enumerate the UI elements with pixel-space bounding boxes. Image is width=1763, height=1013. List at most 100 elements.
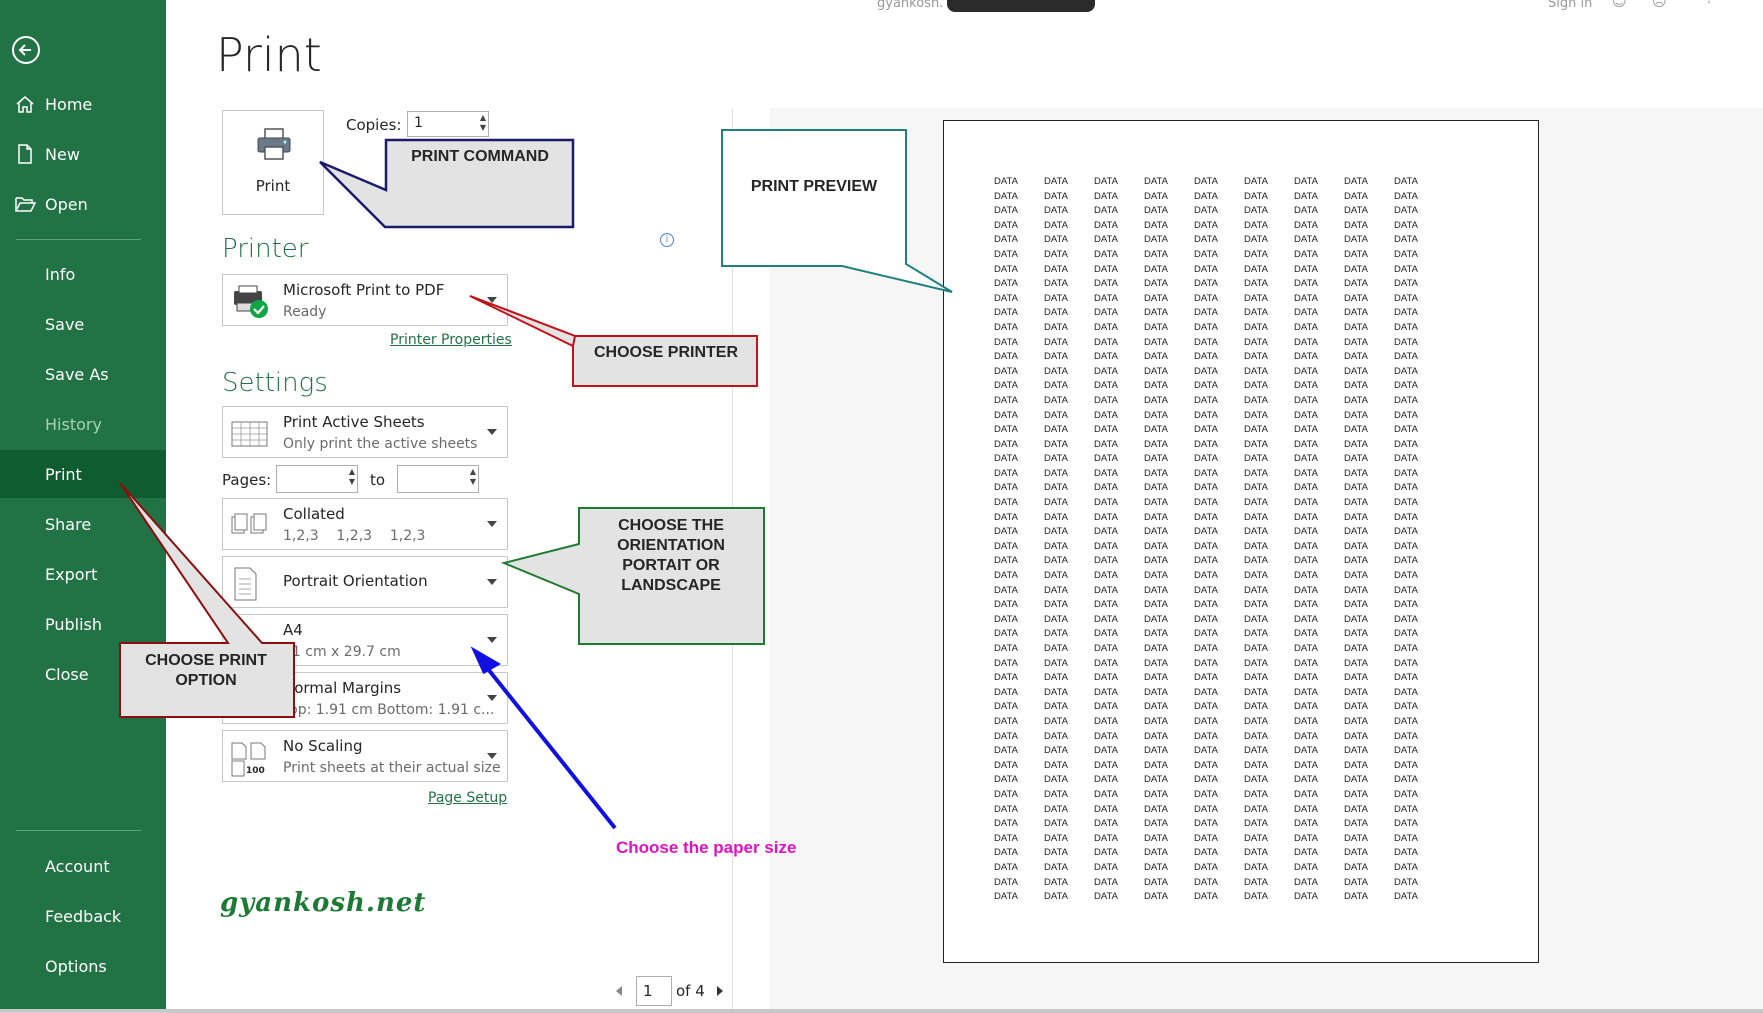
preview-cell: DATA: [1344, 438, 1368, 450]
preview-cell: DATA: [1394, 759, 1418, 771]
preview-cell: DATA: [1194, 497, 1218, 509]
preview-cell: DATA: [1194, 321, 1218, 333]
next-page-icon[interactable]: [717, 986, 723, 996]
nav-share[interactable]: Share: [0, 502, 166, 546]
preview-cell: DATA: [1394, 482, 1418, 494]
nav-history[interactable]: History: [0, 402, 166, 446]
page-setup-link[interactable]: Page Setup: [428, 790, 508, 806]
preview-cell: DATA: [1344, 788, 1368, 800]
sheet-grid-icon: [231, 417, 269, 453]
collation-dropdown[interactable]: Collated 1,2,3 1,2,3 1,2,3: [222, 498, 508, 550]
nav-info[interactable]: Info: [0, 252, 166, 296]
nav-home[interactable]: Home: [0, 82, 166, 126]
frown-icon[interactable]: ☹: [1652, 0, 1667, 10]
pages-from-input[interactable]: ▲▼: [276, 465, 358, 493]
preview-cell: DATA: [1194, 248, 1218, 260]
preview-cell: DATA: [1194, 628, 1218, 640]
print-command-text: PRINT COMMAND: [411, 148, 549, 165]
preview-cell: DATA: [1394, 424, 1418, 436]
sign-in-link[interactable]: Sign in: [1548, 0, 1593, 11]
preview-cell: DATA: [1044, 803, 1068, 815]
preview-cell: DATA: [1044, 190, 1068, 202]
back-arrow-icon[interactable]: [12, 36, 40, 64]
nav-account[interactable]: Account: [0, 844, 166, 888]
pages-label: Pages:: [222, 471, 272, 489]
preview-cell: DATA: [1094, 394, 1118, 406]
nav-publish[interactable]: Publish: [0, 602, 166, 646]
nav-feedback[interactable]: Feedback: [0, 894, 166, 938]
preview-cell: DATA: [1394, 336, 1418, 348]
arrowhead-icon: [470, 646, 501, 675]
printer-properties-link[interactable]: Printer Properties: [390, 332, 512, 348]
preview-cell: DATA: [1344, 351, 1368, 363]
smiley-icon[interactable]: ☺: [1612, 0, 1627, 10]
orientation-text-line: LANDSCAPE: [621, 577, 721, 594]
preview-cell: DATA: [1044, 424, 1068, 436]
scaling-dropdown[interactable]: 100 No Scaling Print sheets at their act…: [222, 730, 508, 782]
info-icon[interactable]: i: [660, 233, 674, 247]
help-icon[interactable]: ?: [1706, 0, 1713, 7]
preview-cell: DATA: [1144, 715, 1168, 727]
preview-cell: DATA: [1394, 526, 1418, 538]
page-number-input[interactable]: 1: [636, 976, 672, 1006]
print-preview-text: PRINT PREVIEW: [750, 178, 878, 195]
preview-cell: DATA: [1294, 876, 1318, 888]
pages-to-input[interactable]: ▲▼: [397, 465, 479, 493]
preview-cell: DATA: [1094, 365, 1118, 377]
nav-save-as[interactable]: Save As: [0, 352, 166, 396]
preview-cell: DATA: [1294, 526, 1318, 538]
preview-cell: DATA: [1144, 613, 1168, 625]
preview-cell: DATA: [1344, 248, 1368, 260]
printer-icon: [256, 127, 292, 165]
preview-cell: DATA: [1144, 818, 1168, 830]
preview-cell: DATA: [994, 511, 1018, 523]
preview-cell: DATA: [1094, 409, 1118, 421]
preview-cell: DATA: [1394, 599, 1418, 611]
preview-cell: DATA: [1344, 891, 1368, 903]
preview-cell: DATA: [1044, 526, 1068, 538]
preview-cell: DATA: [994, 745, 1018, 757]
stepper-arrows-icon[interactable]: ▲▼: [469, 467, 476, 486]
preview-cell: DATA: [1294, 263, 1318, 275]
nav-close[interactable]: Close: [0, 652, 166, 696]
preview-cell: DATA: [1244, 409, 1268, 421]
preview-cell: DATA: [1194, 730, 1218, 742]
preview-cell: DATA: [994, 467, 1018, 479]
stepper-arrows-icon[interactable]: ▲▼: [479, 113, 486, 132]
orientation-dropdown[interactable]: Portrait Orientation: [222, 556, 508, 608]
preview-cell: DATA: [1294, 613, 1318, 625]
preview-cell: DATA: [1044, 745, 1068, 757]
preview-cell: DATA: [1094, 190, 1118, 202]
preview-cell: DATA: [1194, 292, 1218, 304]
nav-open[interactable]: Open: [0, 182, 166, 226]
nav-options[interactable]: Options: [0, 944, 166, 988]
preview-cell: DATA: [1044, 788, 1068, 800]
collated-pages-icon: [231, 509, 271, 543]
preview-cell: DATA: [1394, 788, 1418, 800]
preview-cell: DATA: [1144, 847, 1168, 859]
nav-new[interactable]: New: [0, 132, 166, 176]
previous-page-icon[interactable]: [616, 986, 622, 996]
preview-cell: DATA: [1194, 803, 1218, 815]
nav-save[interactable]: Save: [0, 302, 166, 346]
preview-cell: DATA: [1244, 847, 1268, 859]
print-scope-dropdown[interactable]: Print Active Sheets Only print the activ…: [222, 406, 508, 458]
preview-cell: DATA: [1344, 263, 1368, 275]
preview-cell: DATA: [1344, 190, 1368, 202]
collation-title: Collated: [283, 505, 345, 523]
nav-export[interactable]: Export: [0, 552, 166, 596]
preview-cell: DATA: [1294, 730, 1318, 742]
nav-print[interactable]: Print: [0, 450, 166, 498]
copies-value: 1: [414, 115, 423, 131]
collation-subtitle: 1,2,3 1,2,3 1,2,3: [283, 528, 426, 544]
printer-dropdown[interactable]: Microsoft Print to PDF Ready: [222, 274, 508, 326]
page-number: 1: [643, 982, 653, 1000]
preview-cell: DATA: [1194, 482, 1218, 494]
preview-cell: DATA: [1294, 511, 1318, 523]
nav-label: Feedback: [45, 906, 122, 926]
preview-cell: DATA: [1094, 643, 1118, 654]
preview-cell: DATA: [1044, 394, 1068, 406]
stepper-arrows-icon[interactable]: ▲▼: [348, 467, 355, 486]
copies-stepper[interactable]: 1 ▲▼: [407, 111, 489, 137]
nav-label: Home: [45, 94, 93, 114]
